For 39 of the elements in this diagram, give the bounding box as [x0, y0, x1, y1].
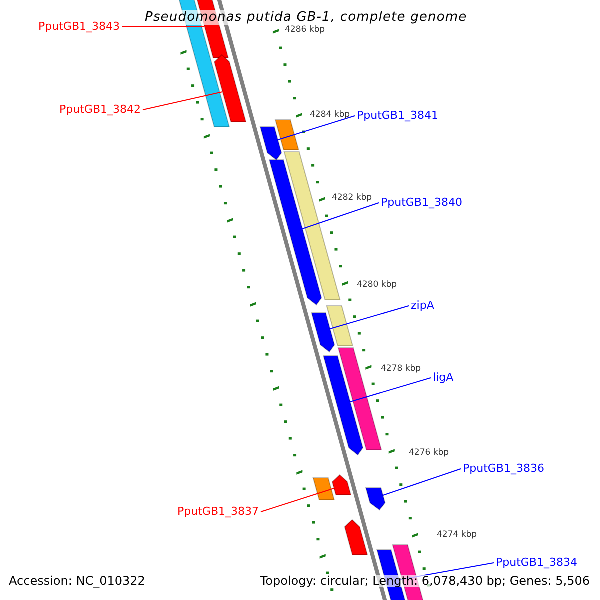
- tick-label: 4284 kbp: [310, 111, 350, 120]
- gene-feature: [260, 126, 282, 161]
- gene-feature: [312, 478, 336, 500]
- leader-line: [278, 116, 356, 140]
- gene-label: PputGB1_3840: [381, 197, 462, 208]
- gene-label: PputGB1_3837: [178, 506, 259, 517]
- genome-summary: Topology: circular; Length: 6,078,430 bp; Genes: 5,506: [260, 575, 590, 587]
- leader-line: [350, 378, 432, 402]
- gene-label: PputGB1_3843: [38, 21, 120, 32]
- gene-label: PputGB1_3841: [357, 110, 438, 121]
- tick-label: 4276 kbp: [409, 449, 450, 458]
- gene-label: ligA: [433, 372, 454, 383]
- leader-line: [260, 488, 335, 512]
- gene-label: PputGB1_3836: [463, 463, 544, 474]
- accession-text: Accession: NC_010322: [9, 575, 146, 587]
- gene-feature: [338, 348, 382, 450]
- leader-line: [122, 26, 206, 28]
- tick-label: 4278 kbp: [381, 365, 422, 374]
- gene-feature: [214, 54, 247, 122]
- gene-label: PputGB1_3842: [60, 104, 141, 115]
- gene-feature: [323, 356, 364, 456]
- gene-feature: [274, 120, 300, 150]
- gene-feature: [311, 312, 336, 353]
- tick-label: 4274 kbp: [437, 531, 478, 540]
- leader-line: [302, 202, 380, 230]
- leader-line: [382, 468, 462, 496]
- gene-feature: [326, 306, 354, 346]
- leader-line: [330, 306, 410, 330]
- leader-line: [142, 92, 224, 110]
- map-title: Pseudomonas putida GB-1, complete genome: [143, 10, 470, 25]
- tick-label: 4282 kbp: [332, 194, 372, 202]
- tick-label: 4280 kbp: [357, 281, 398, 290]
- gene-feature: [344, 519, 368, 556]
- gene-feature: [365, 488, 386, 511]
- gene-feature: [268, 160, 322, 306]
- gene-feature: [332, 474, 352, 496]
- gene-label: PputGB1_3834: [496, 557, 578, 568]
- gene-label: zipA: [411, 300, 434, 311]
- tick-label: 4286 kbp: [285, 26, 326, 34]
